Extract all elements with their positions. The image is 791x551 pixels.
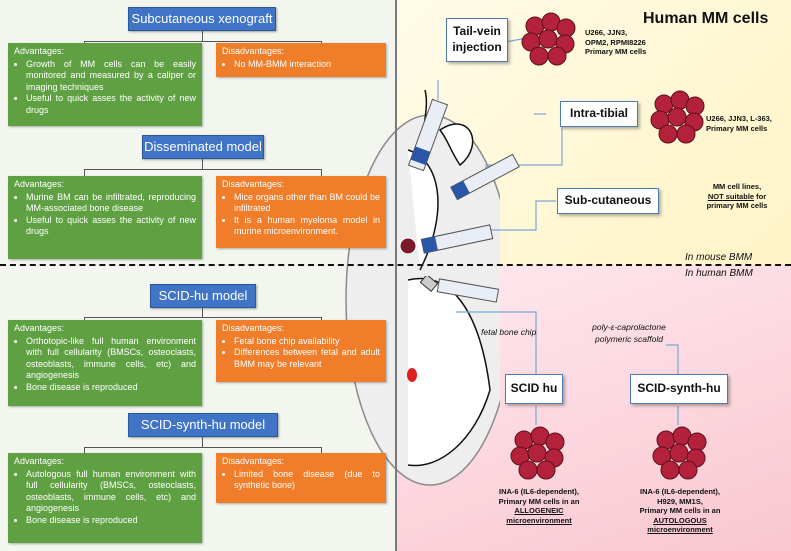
- advantage-item: Murine BM can be infiltrated, reproducin…: [26, 192, 196, 215]
- mm-cell-cluster-icon: [521, 12, 576, 66]
- scid-synth-hu-model-header: SCID-synth-hu model: [128, 413, 278, 437]
- scid-synth-hu-advantages-box: Advantages: Autologous full human enviro…: [8, 453, 202, 543]
- cell-line-text: OPM2, RPMI8226: [585, 37, 646, 47]
- microenvironment-text: microenvironment: [647, 525, 713, 534]
- advantage-item: Bone disease is reproduced: [26, 515, 196, 527]
- cell-line-text: U266, JJN3, L-363,: [706, 114, 772, 123]
- scid-hu-disadvantages-box: Disadvantages: Fetal bone chip availabil…: [216, 320, 386, 382]
- syringes: [407, 98, 520, 254]
- human-bmm-syringe: [420, 276, 500, 303]
- disadvantage-item: It is a human myeloma model in murine mi…: [234, 215, 380, 238]
- sub-cutaneous-box: Sub-cutaneous: [557, 188, 659, 214]
- tail-vein-injection-box: Tail-vein injection: [446, 18, 508, 62]
- scid-synth-hu-box: SCID-synth-hu: [630, 374, 728, 404]
- tree-connector: [202, 437, 203, 447]
- syringe-icon: [420, 276, 500, 303]
- scid-hu-line: [456, 311, 537, 375]
- microenvironment-text: microenvironment: [506, 515, 572, 525]
- scaffold-label-line: poly-ε-caprolactone: [592, 322, 666, 332]
- sub-cutaneous-cell-lines: MM cell lines, NOT suitable for primary …: [692, 182, 782, 211]
- advantage-item: Orthotopic-like full human environment w…: [26, 336, 196, 382]
- cell-line-text: INA-6 (IL6-dependent),: [640, 487, 720, 496]
- scaffold-label: poly-ε-caprolactone polymeric scaffold: [584, 321, 674, 345]
- fetal-bone-chip-label: fetal bone chip: [481, 327, 537, 337]
- scid-hu-model-header: SCID-hu model: [150, 284, 256, 308]
- autologous-text: AUTOLOGOUS: [653, 515, 707, 525]
- disseminated-disadvantages-box: Disadvantages: Mice organs other than BM…: [216, 176, 386, 248]
- scid-hu-advantages-box: Advantages: Orthotopic-like full human e…: [8, 320, 202, 406]
- scid-hu-cell-lines: INA-6 (IL6-dependent), Primary MM cells …: [484, 487, 594, 525]
- tree-connector: [202, 31, 203, 41]
- advantage-item: Useful to quick asses the activity of ne…: [26, 215, 196, 238]
- cell-line-text: Primary MM cells: [706, 123, 768, 133]
- sub-cutaneous-line: [482, 200, 556, 231]
- scaffold-label-line: polymeric scaffold: [594, 334, 664, 344]
- in-mouse-bmm-label: In mouse BMM: [685, 252, 753, 263]
- disseminated-advantages-box: Advantages: Murine BM can be infiltrated…: [8, 176, 202, 259]
- cell-line-text: INA-6 (IL6-dependent),: [499, 487, 579, 496]
- advantage-item: Bone disease is reproduced: [26, 382, 196, 394]
- advantage-item: Useful to quick asses the activity of ne…: [26, 93, 196, 116]
- cell-line-text: for: [754, 191, 767, 201]
- tree-connector: [84, 169, 322, 179]
- cell-line-text: Primary MM cells in an: [639, 506, 721, 515]
- mm-cell-cluster-icon: [510, 426, 565, 480]
- subcutaneous-disadvantages-box: Disadvantages: No MM-BMM interaction: [216, 43, 386, 77]
- intra-tibial-box: Intra-tibial: [560, 101, 638, 127]
- human-mm-cells-title: Human MM cells: [643, 10, 769, 27]
- mouse-eye: [407, 368, 417, 382]
- disadvantages-heading: Disadvantages:: [222, 46, 285, 56]
- scid-synth-line: [666, 344, 679, 375]
- subcutaneous-xenograft-header: Subcutaneous xenograft: [128, 7, 276, 31]
- disadvantage-item: Limited bone disease (due to synthetic b…: [234, 469, 380, 492]
- allogeneic-text: ALLOGENEIC: [514, 506, 564, 515]
- disadvantages-heading: Disadvantages:: [222, 179, 285, 189]
- scid-synth-hu-disadvantages-box: Disadvantages: Limited bone disease (due…: [216, 453, 386, 503]
- cell-line-text: U266, JJN3,: [585, 28, 628, 37]
- disadvantage-item: Mice organs other than BM could be infil…: [234, 192, 380, 215]
- advantages-heading: Advantages:: [14, 323, 65, 333]
- in-human-bmm-label: In human BMM: [685, 268, 753, 279]
- advantages-heading: Advantages:: [14, 179, 65, 189]
- scid-hu-box: SCID hu: [505, 374, 563, 404]
- disadvantage-item: Differences between fetal and adult BMM …: [234, 347, 380, 370]
- advantages-heading: Advantages:: [14, 456, 65, 466]
- subcutaneous-advantages-box: Advantages: Growth of MM cells can be ea…: [8, 43, 202, 126]
- syringe-icon: [407, 98, 449, 172]
- mm-cell-cluster-icon: [650, 90, 705, 144]
- disadvantage-item: No MM-BMM interaction: [234, 59, 380, 71]
- advantage-item: Growth of MM cells can be easily monitor…: [26, 59, 196, 94]
- cell-line-text: Primary MM cells: [585, 47, 647, 56]
- syringe-icon: [420, 224, 494, 254]
- mouse-ear-top: [438, 123, 474, 167]
- mouse-human-divider: [0, 264, 791, 266]
- tree-connector: [202, 308, 203, 317]
- vertical-divider: [395, 0, 397, 551]
- advantage-item: Autologous full human environment with f…: [26, 469, 196, 515]
- disadvantages-heading: Disadvantages:: [222, 323, 285, 333]
- tree-connector: [84, 447, 322, 457]
- intra-tibial-cell-lines: U266, JJN3, L-363, Primary MM cells: [706, 114, 772, 133]
- cell-line-text: H929, MM1S,: [657, 496, 703, 506]
- disseminated-model-header: Disseminated model: [142, 135, 264, 159]
- tree-connector: [202, 159, 203, 169]
- cell-line-text: MM cell lines,: [712, 182, 762, 191]
- advantages-heading: Advantages:: [14, 46, 65, 56]
- not-suitable-text: NOT suitable: [707, 191, 755, 201]
- tail-vein-cell-lines: U266, JJN3, OPM2, RPMI8226 Primary MM ce…: [585, 28, 646, 57]
- disadvantages-heading: Disadvantages:: [222, 456, 285, 466]
- disadvantage-item: Fetal bone chip availability: [234, 336, 380, 348]
- cell-line-text: primary MM cells: [706, 201, 768, 210]
- tumor-spot-icon: [399, 237, 417, 255]
- syringe-icon: [450, 153, 520, 201]
- mm-cell-cluster-icon: [652, 426, 707, 480]
- cell-line-text: Primary MM cells in an: [498, 496, 580, 506]
- scid-synth-hu-cell-lines: INA-6 (IL6-dependent), H929, MM1S, Prima…: [624, 487, 736, 535]
